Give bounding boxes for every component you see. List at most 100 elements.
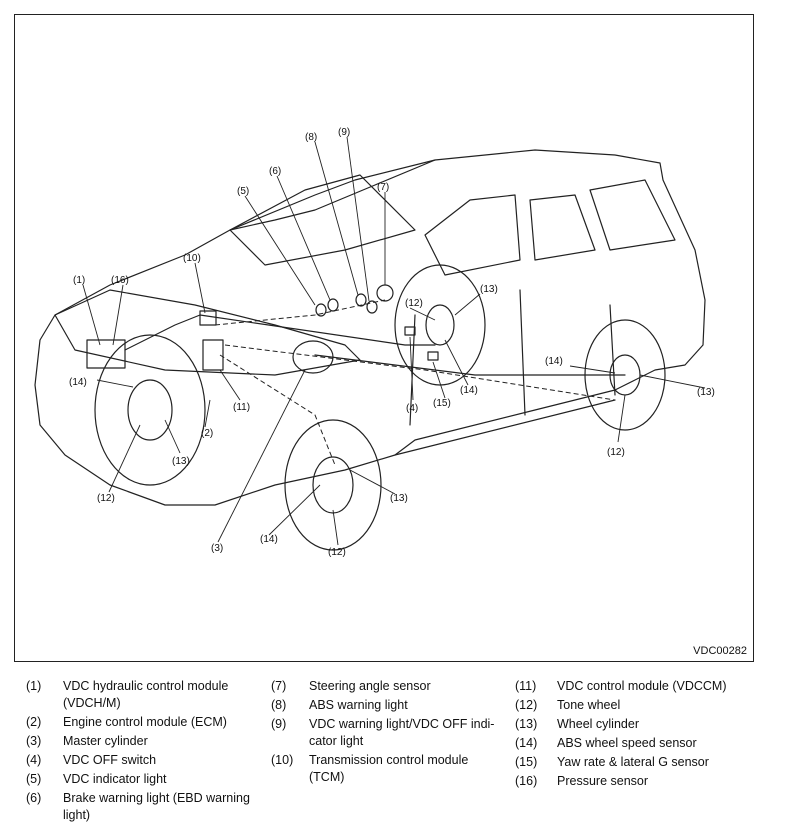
legend-item-line: Steering angle sensor [309, 679, 431, 693]
callout-label: (12) [97, 493, 115, 504]
legend-item-text: Yaw rate & lateral G sensor [557, 754, 775, 771]
legend-item-text: VDC hydraulic control module(VDCH/M) [63, 678, 266, 712]
legend-item-number: (10) [271, 753, 294, 767]
rear-window [589, 179, 676, 251]
legend-item-line: Master cylinder [63, 734, 148, 748]
leader-6 [276, 175, 331, 301]
callout-label: (14) [545, 356, 563, 367]
legend-item-text: VDC control module (VDCCM) [557, 678, 775, 695]
legend-item-line: cator light [309, 734, 364, 748]
leader-12c [108, 424, 141, 493]
legend-item-text: Master cylinder [63, 733, 266, 750]
legend-item-number: (12) [515, 698, 538, 712]
legend-item: (12) Tone wheel [515, 697, 775, 714]
leader-12a [409, 307, 436, 321]
leader-13c [164, 419, 181, 454]
legend-item-number: (13) [515, 717, 538, 731]
callout-label: (7) [377, 182, 389, 193]
rear-left-wheel [394, 264, 486, 386]
callout-label: (12) [328, 547, 346, 558]
legend-item-line: VDC warning light/VDC OFF indi- [309, 717, 495, 731]
legend-item: (14)ABS wheel speed sensor [515, 735, 775, 752]
legend-item-line: Engine control module (ECM) [63, 715, 227, 729]
leader-14a [444, 339, 469, 386]
callout-label: (15) [433, 398, 451, 409]
dash-light-9 [366, 300, 378, 314]
dash-light-8 [355, 293, 367, 307]
dash-light-5 [315, 303, 327, 317]
legend-item-number: (15) [515, 755, 538, 769]
callout-label: (12) [405, 298, 423, 309]
legend-item: (16)Pressure sensor [515, 773, 775, 790]
roof-line [229, 159, 436, 231]
figure-id: VDC00282 [693, 645, 747, 657]
vdch-module [86, 339, 126, 369]
legend-item-number: (4) [26, 753, 42, 767]
callout-label: (14) [460, 385, 478, 396]
leader-8 [314, 141, 359, 296]
legend-item-line: light) [63, 808, 91, 822]
door-line [409, 289, 616, 426]
leader-12d [332, 509, 339, 546]
callout-label: (4) [406, 403, 418, 414]
callout-label: (13) [172, 456, 190, 467]
legend-item-line: VDC hydraulic control module [63, 679, 229, 693]
front-right-wheel [284, 419, 382, 551]
leader-1 [82, 284, 101, 346]
leader-13b [639, 374, 706, 389]
callout-label: (2) [201, 428, 213, 439]
leader-14d [268, 484, 321, 536]
leader-14c [569, 365, 616, 374]
leader-9 [346, 136, 370, 302]
front-left-wheel [94, 334, 206, 486]
legend-item: (13) Wheel cylinder [515, 716, 775, 733]
legend-item: (1)VDC hydraulic control module(VDCH/M) [26, 678, 266, 712]
leader-12b [617, 394, 626, 443]
legend-item-line: VDC OFF switch [63, 753, 157, 767]
rocker [394, 399, 616, 456]
legend-item-text: Engine control module (ECM) [63, 714, 266, 731]
vdccm-box [202, 339, 224, 371]
yaw-rate-sensor [427, 351, 439, 361]
legend-item-number: (7) [271, 679, 287, 693]
legend-item-text: Wheel cylinder [557, 716, 775, 733]
legend-item-text: Steering angle sensor [309, 678, 511, 695]
legend-item: (8)ABS warning light [271, 697, 511, 714]
callout-label: (1) [73, 275, 85, 286]
leader-4 [409, 336, 414, 401]
harness-line-c [214, 299, 386, 326]
legend-column-1: (1)VDC hydraulic control module(VDCH/M) (… [26, 678, 266, 826]
tcm-box [199, 310, 217, 326]
legend-item: (15) Yaw rate & lateral G sensor [515, 754, 775, 771]
legend-item-line: Tone wheel [557, 698, 621, 712]
leader-2 [204, 399, 211, 428]
legend-item-number: (2) [26, 715, 42, 729]
callout-label: (13) [480, 284, 498, 295]
side-window-front [424, 194, 521, 276]
legend-item-line: VDC control module (VDCCM) [557, 679, 727, 693]
harness-line-b [224, 344, 616, 401]
legend-item-text: ABS warning light [309, 697, 511, 714]
legend-item: (11) VDC control module (VDCCM) [515, 678, 775, 695]
callout-label: (9) [338, 127, 350, 138]
legend-item-number: (6) [26, 791, 42, 805]
callout-label: (14) [260, 534, 278, 545]
harness-line-a [219, 354, 336, 466]
legend-item: (5)VDC indicator light [26, 771, 266, 788]
front-right-hub [312, 456, 354, 514]
legend-item-text: VDC OFF switch [63, 752, 266, 769]
callout-label: (12) [607, 447, 625, 458]
callout-label: (3) [211, 543, 223, 554]
vehicle-body [34, 149, 706, 506]
callout-label: (6) [269, 166, 281, 177]
callout-label: (16) [111, 275, 129, 286]
legend-item-number: (11) [515, 679, 537, 693]
legend-item-line: Wheel cylinder [557, 717, 639, 731]
vehicle-diagram: (1)(16)(10)(5)(6)(8)(9)(7)(13)(12)(14)(1… [34, 127, 715, 558]
legend-item-text: Tone wheel [557, 697, 775, 714]
leader-15 [432, 361, 446, 399]
legend-item: (10)Transmission control module(TCM) [271, 752, 511, 786]
dash-light-6 [327, 298, 339, 312]
